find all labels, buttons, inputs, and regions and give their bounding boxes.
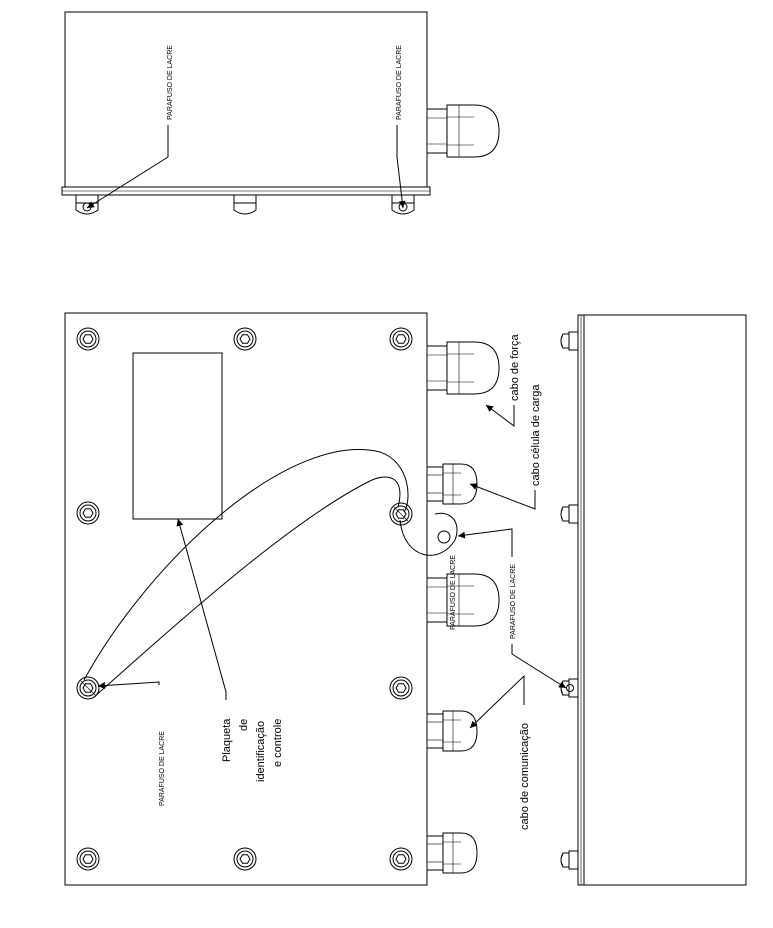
top-view-cable-gland [426, 104, 500, 158]
top-right-leader-line [396, 125, 406, 209]
overlapped-sealing-screw-label: PARAFUSO DE LACRE [450, 555, 457, 630]
communication-cable-leader [469, 674, 525, 729]
seal-loop [399, 512, 458, 556]
sealing-screw-right [389, 502, 413, 526]
side-sealing-screw-leader [511, 644, 567, 689]
overlapped-sealing-screw-leader [457, 528, 513, 557]
top-view: PARAFUSO DE LACRE PARAFUSO DE LACRE [61, 11, 500, 215]
corner-screw-icon [389, 847, 413, 871]
corner-screw-icon [233, 327, 257, 351]
side-sealing-screw-label: PARAFUSO DE LACRE [510, 564, 517, 639]
corner-screw-icon [233, 847, 257, 871]
corner-screw-icon [76, 501, 100, 525]
cable-callouts: cabo de força cabo célula de carga cabo … [469, 333, 542, 830]
left-sealing-screw-label: PARAFUSO DE LACRE [159, 731, 166, 806]
top-left-leader-line [86, 125, 169, 209]
left-sealing-screw-leader [97, 681, 160, 690]
top-view-enclosure [64, 11, 428, 188]
side-view: PARAFUSO DE LACRE [457, 314, 747, 886]
cable-gland-bottom [426, 832, 478, 874]
corner-screw-icon [389, 676, 413, 700]
communication-cable-label: cabo de comunicação [519, 723, 531, 830]
top-view-screw-middle [233, 194, 257, 215]
seal-lead [437, 530, 451, 544]
side-view-screw-icon [560, 504, 579, 524]
seal-wire-outer [83, 449, 409, 681]
nameplate-leader [176, 518, 227, 700]
load-cell-cable-label: cabo célula de carga [530, 384, 542, 486]
side-view-screw-icon [560, 678, 579, 698]
nameplate-label-line1: Plaqueta [221, 718, 233, 762]
nameplate-label-line3: identificação [255, 721, 267, 782]
side-view-screw-icon [560, 331, 579, 351]
nameplate-label-line2: de [238, 719, 250, 731]
side-view-enclosure [583, 314, 747, 886]
load-cell-cable-gland [426, 463, 478, 505]
front-view: PARAFUSO DE LACRE PARAFUSO DE LACRE Plaq… [64, 312, 500, 886]
top-right-sealing-screw-label: PARAFUSO DE LACRE [396, 45, 403, 120]
top-view-screw-left [75, 194, 99, 215]
top-left-sealing-screw-label: PARAFUSO DE LACRE [167, 45, 174, 120]
seal-wire-inner [93, 476, 401, 698]
front-view-enclosure [64, 312, 428, 886]
power-cable-leader [485, 404, 515, 427]
nameplate-label-line4: e controle [272, 719, 284, 767]
communication-cable-gland [426, 710, 478, 752]
side-view-screw-icon [560, 850, 579, 870]
corner-screw-icon [76, 847, 100, 871]
sealing-screw-left [76, 676, 100, 700]
power-cable-gland [426, 341, 500, 395]
power-cable-label: cabo de força [509, 333, 521, 401]
corner-screw-icon [389, 327, 413, 351]
nameplate [132, 352, 223, 520]
cable-gland-middle [426, 573, 500, 627]
corner-screw-icon [76, 327, 100, 351]
load-cell-cable-leader [469, 483, 536, 510]
